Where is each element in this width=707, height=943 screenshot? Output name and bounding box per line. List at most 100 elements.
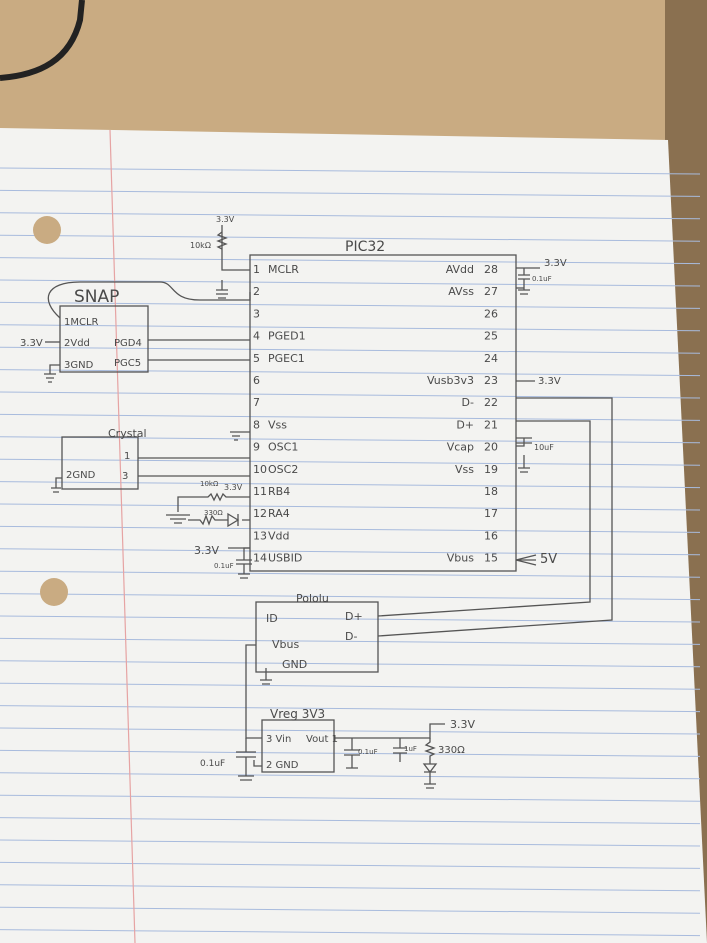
pin-name-left: MCLR [268, 263, 299, 276]
pin-number-right: 27 [484, 285, 498, 298]
ruled-line [0, 749, 701, 757]
ruled-line [0, 727, 701, 735]
ruled-line [0, 794, 701, 802]
label-avdd-cap: 0.1uF [532, 275, 552, 283]
pin-number-right: 18 [484, 485, 498, 498]
pin-name-left: OSC1 [268, 441, 298, 454]
snap-pin-pgc: PGC5 [114, 358, 141, 369]
pololu-title: Pololu [296, 592, 329, 605]
pin-name-left: RB4 [268, 485, 290, 498]
pin-name-left: USBID [268, 552, 302, 565]
ruled-line [0, 839, 701, 847]
pin-number-left: 10 [253, 463, 267, 476]
snap-pin-3: 3GND [64, 360, 94, 371]
wire-d-minus [377, 397, 613, 637]
label-vdd-supply: 3.3V [194, 544, 219, 557]
ruled-line [0, 369, 701, 377]
ruled-line [0, 257, 701, 265]
label-vreg-out: 3.3V [450, 718, 475, 731]
pin-name-right: AVss [448, 285, 474, 298]
label-vdd-cap: 0.1uF [214, 562, 234, 570]
ruled-line [0, 391, 701, 399]
label-mclr-supply: 3.3V [216, 215, 235, 224]
ruled-line [0, 301, 701, 309]
pin-name-right: Vbus [447, 552, 474, 565]
ground-pin8 [230, 431, 250, 441]
vreg-box [261, 719, 335, 773]
wire-vcap [516, 437, 532, 473]
pin-number-left: 8 [253, 418, 260, 431]
pin-number-left: 1 [253, 263, 260, 276]
ruled-line [0, 637, 701, 645]
cap-vout2 [393, 738, 407, 762]
ruled-line [0, 817, 701, 825]
label-vreg-out-cap: 0.1uF [358, 748, 378, 756]
ground-snap [44, 364, 60, 383]
wire-vreg-out [334, 723, 445, 739]
snap-title: SNAP [74, 287, 119, 307]
ruled-line [0, 884, 701, 892]
binder-hole-top [33, 216, 61, 244]
ruled-line [0, 861, 701, 869]
ruled-line [0, 436, 701, 444]
crystal-box [61, 436, 139, 490]
pin-number-left: 6 [253, 374, 260, 387]
vreg-pin-gnd: 2 GND [266, 760, 299, 771]
snap-pin-1: 1MCLR [64, 317, 99, 328]
ruled-line [0, 682, 701, 690]
pin-number-left: 3 [253, 307, 260, 320]
ruled-line [0, 548, 701, 556]
wire-avdd [516, 267, 540, 295]
label-mclr-resistor: 10kΩ [190, 241, 211, 250]
ruled-line [0, 660, 701, 668]
ruled-line [0, 413, 701, 421]
binder-hole-mid [40, 578, 68, 606]
pin-number-right: 23 [484, 374, 498, 387]
label-rb4-supply: 3.3V [224, 483, 243, 492]
crystal-title: Crystal [108, 427, 147, 440]
pin-name-right: D+ [456, 418, 474, 431]
snap-pin-pgd: PGD4 [114, 338, 142, 349]
snap-box [59, 305, 149, 373]
wire-vreg-gnd [253, 760, 262, 767]
ruled-line [0, 929, 701, 937]
pin-name-left: PGED1 [268, 330, 306, 343]
pin-number-right: 16 [484, 529, 498, 542]
crystal-pin-1: 1 [124, 451, 130, 462]
pin-number-left: 2 [253, 285, 260, 298]
label-vusb-supply: 3.3V [538, 376, 561, 387]
ground-crystal [51, 477, 62, 493]
pin-number-left: 12 [253, 507, 267, 520]
ruled-line [0, 525, 701, 533]
ruled-line [0, 570, 701, 578]
wire-vbus [515, 554, 537, 566]
pin-number-right: 25 [484, 330, 498, 343]
pin-name-left: Vdd [268, 529, 290, 542]
wire-vin-cap [236, 738, 256, 781]
wire-snap-mclr [47, 281, 251, 319]
ruled-line [0, 593, 701, 601]
pin-name-right: D- [462, 396, 474, 409]
pololu-pin-vbus: Vbus [272, 638, 299, 651]
pin-number-left: 13 [253, 529, 267, 542]
pin-number-left: 9 [253, 441, 260, 454]
vreg-title: Vreg 3V3 [270, 707, 325, 721]
cap-vout1 [344, 738, 360, 769]
ruled-line [0, 906, 701, 914]
ruled-line [0, 481, 701, 489]
label-vbus-supply: 5V [540, 552, 557, 567]
vreg-pin-vin: 3 Vin [266, 734, 291, 745]
ruled-line [0, 615, 701, 623]
label-ra4-resistor: 330Ω [204, 509, 223, 517]
ground-pololu [260, 668, 272, 685]
cap-mclr [216, 280, 228, 299]
ruled-line [0, 279, 701, 287]
pin-name-right: Vcap [447, 441, 474, 454]
pin-number-left: 7 [253, 396, 260, 409]
pin-name-left: PGEC1 [268, 352, 305, 365]
resistor-mclr [216, 231, 228, 250]
pin-name-right: Vss [455, 463, 474, 476]
pin-number-left: 11 [253, 485, 267, 498]
ruled-line [0, 503, 701, 511]
